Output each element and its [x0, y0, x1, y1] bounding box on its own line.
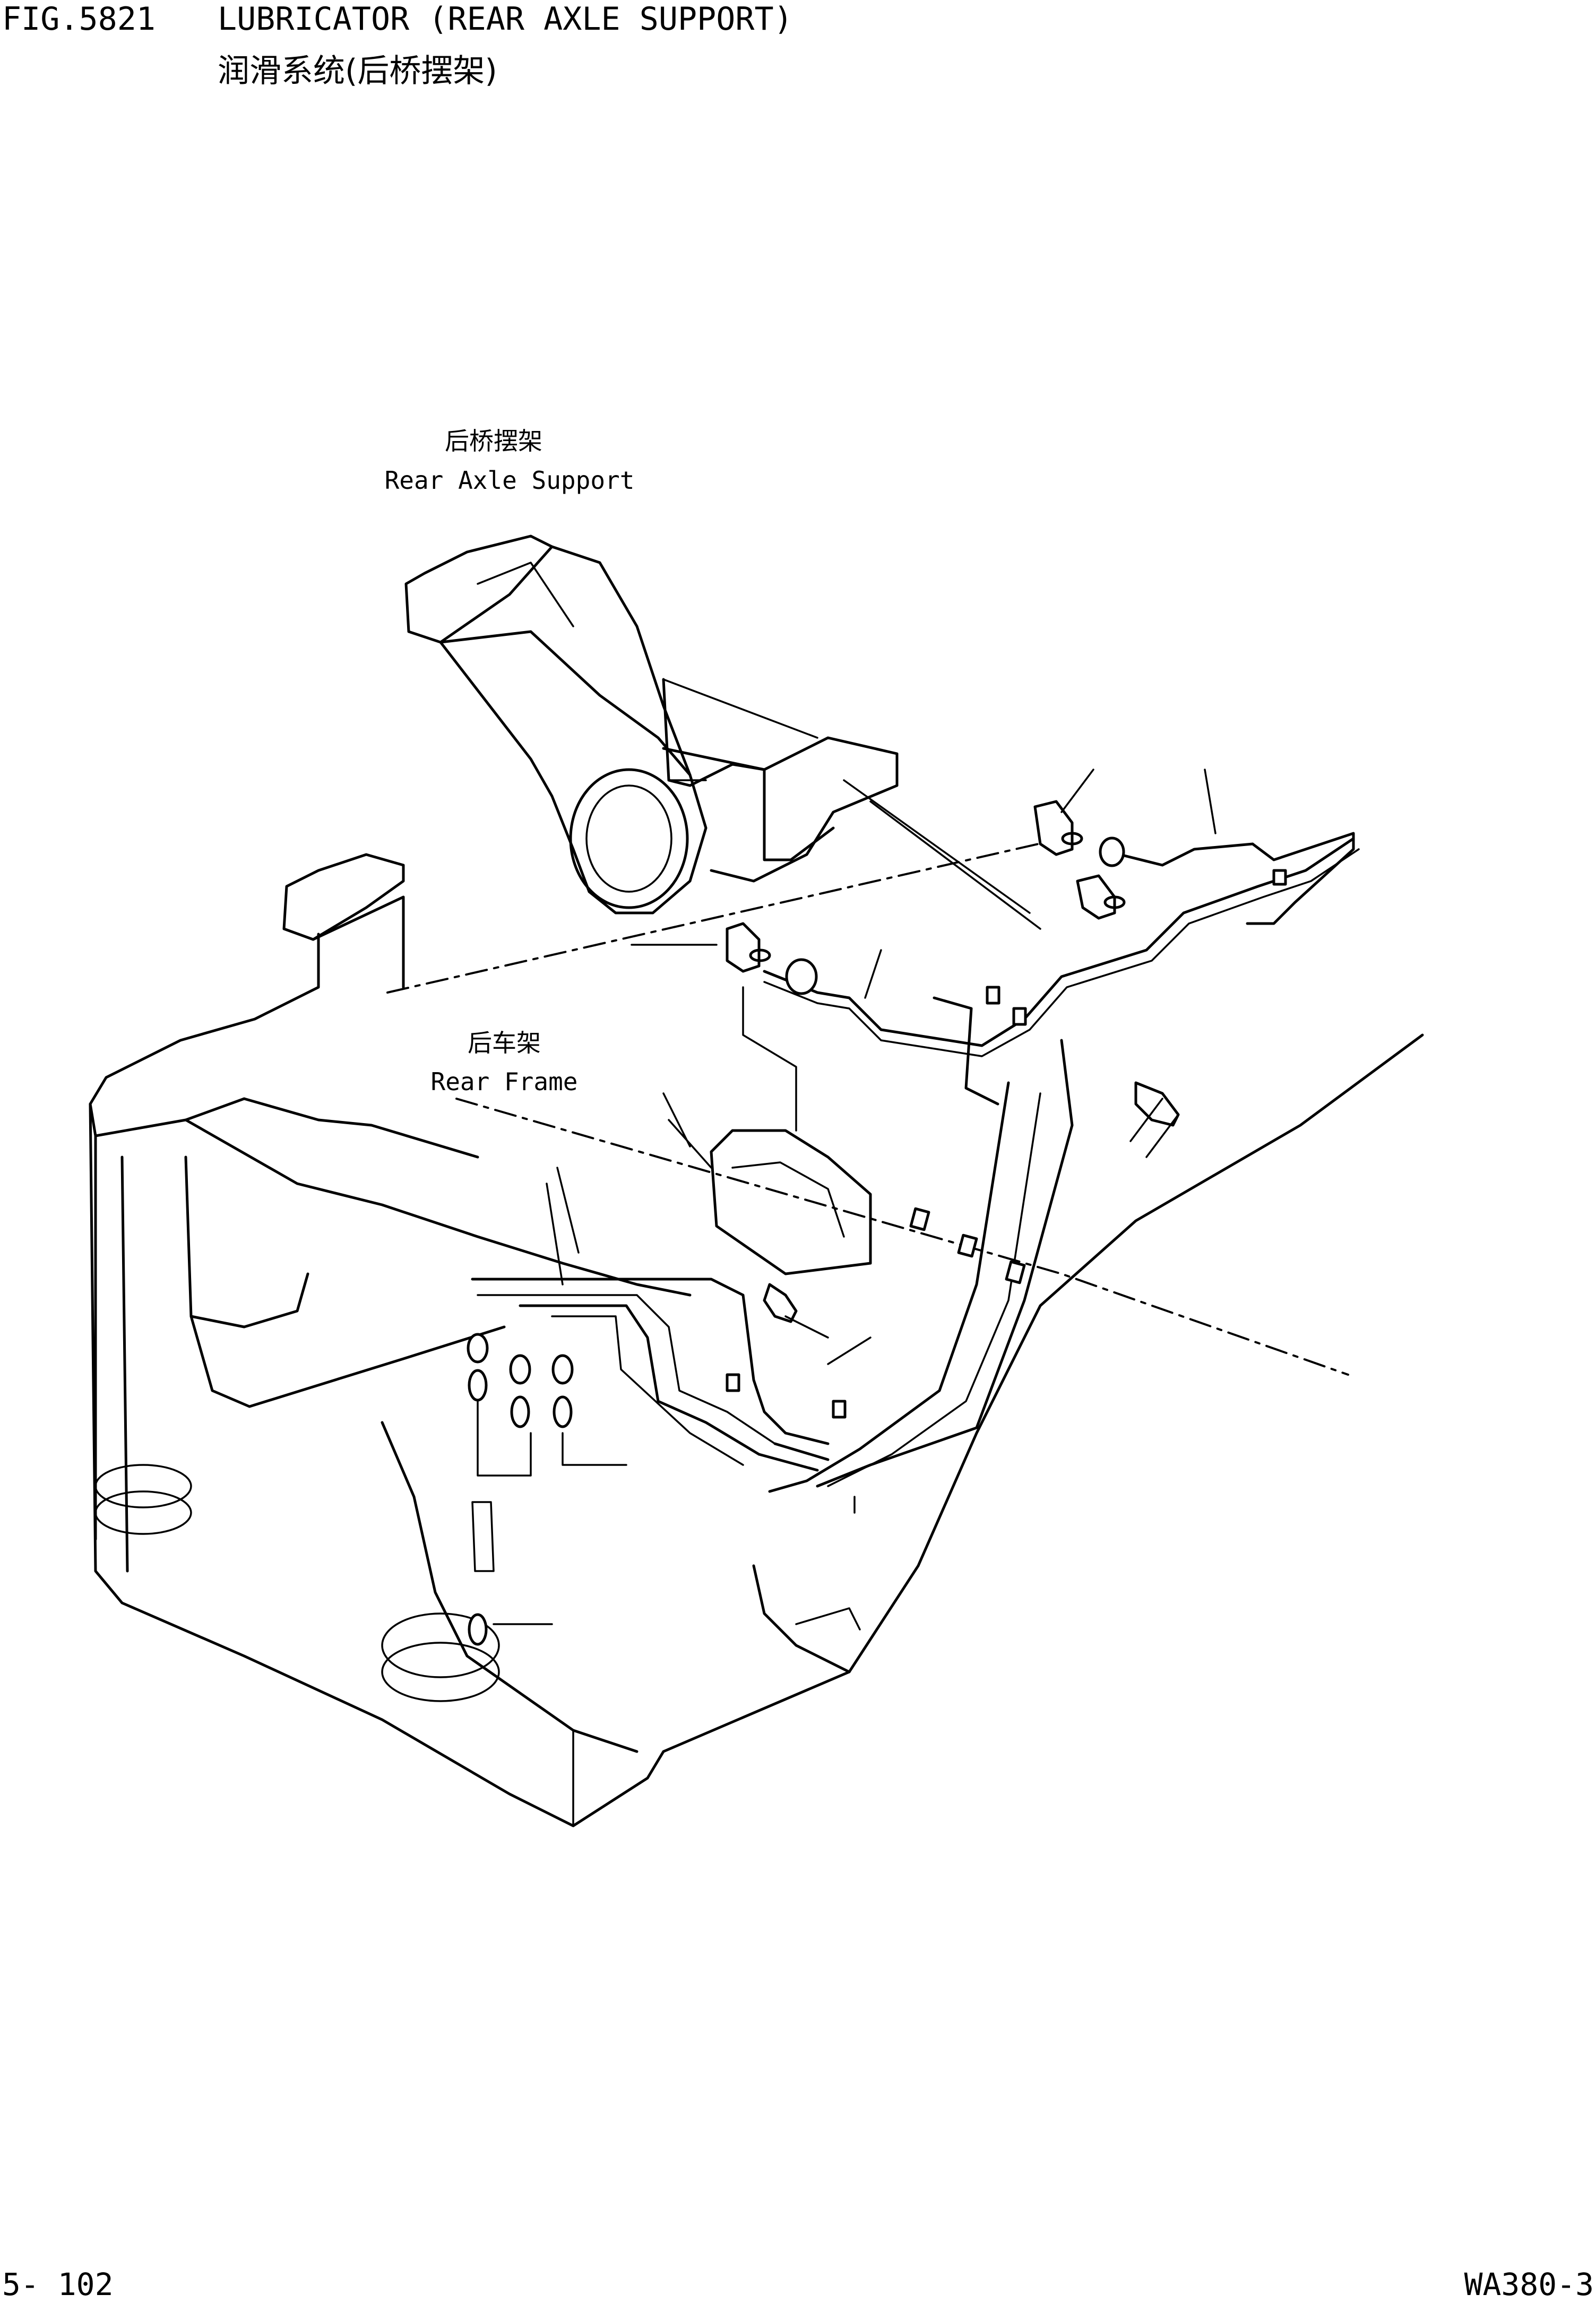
label-rear-frame-en: Rear Frame: [430, 1067, 578, 1096]
grease-line-group: [471, 832, 1360, 1493]
label-rear-axle-support-en: Rear Axle Support: [384, 466, 635, 495]
leader-lines: [631, 769, 1217, 1514]
rear-axle-support-part: [404, 534, 1041, 930]
label-rear-frame-cn: 后车架: [468, 1029, 541, 1057]
figure-number: FIG.5821: [2, 1, 156, 38]
grease-fittings: [467, 800, 1180, 1646]
rear-frame-part: [89, 838, 1424, 1827]
label-rear-axle-support-cn: 后桥摆架: [445, 427, 542, 455]
grease-nipple-row: [467, 1333, 627, 1646]
model-number: WA380-3: [1464, 2266, 1594, 2302]
page-number: 5- 102: [2, 2266, 114, 2302]
figure-subtitle: 润滑系统(后桥摆架): [218, 53, 497, 90]
figure-title: LUBRICATOR (REAR AXLE SUPPORT): [218, 1, 793, 38]
